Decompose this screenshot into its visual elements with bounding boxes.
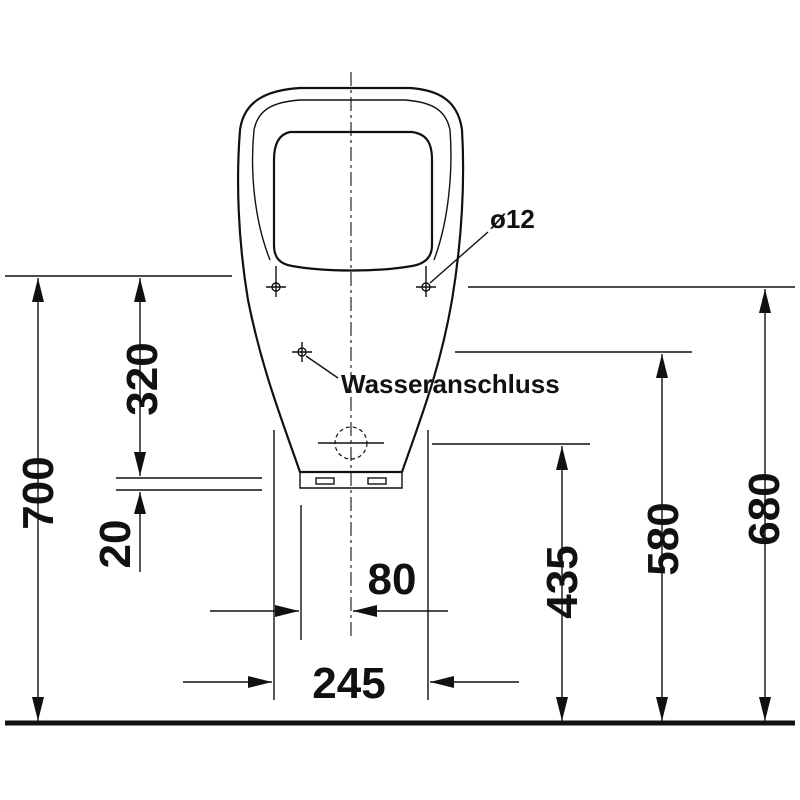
dim-580-text: 580 [639,502,688,575]
dim-245-arrow-left [248,676,272,688]
dim-700-arrow-top [32,278,44,302]
dim-80-arrow-right [353,605,377,617]
dim-245-arrow-right [430,676,454,688]
dim-320-arrow-top [134,278,146,302]
dim-20-text: 20 [91,520,140,569]
dim-700-arrow-bottom [32,697,44,721]
hole-diameter-leader [429,231,489,284]
dim-245-text: 245 [312,659,385,708]
dim-320-arrow-bottom [134,452,146,476]
dim-80-text: 80 [368,555,417,604]
hole-diameter-label: ø12 [490,204,535,234]
urinal-bowl-opening [272,130,434,272]
dim-20-arrow [134,492,146,514]
dim-700-text: 700 [14,456,63,529]
dim-680-arrow-bottom [759,697,771,721]
dim-680-arrow-top [759,289,771,313]
dim-435-arrow-bottom [556,697,568,721]
dim-580-arrow-top [656,354,668,378]
dim-320-text: 320 [118,342,167,415]
urinal-outer-outline [236,86,465,474]
water-connection-leader [305,355,339,379]
urinal-inner-rim [251,99,452,261]
flange-slot-left [315,477,335,485]
dim-80-arrow-left [275,605,299,617]
dim-680-text: 680 [740,472,789,545]
flange-slot-right [367,477,387,485]
dim-580-arrow-bottom [656,697,668,721]
dim-435-text: 435 [538,545,587,618]
urinal-bottom-flange [299,472,403,489]
water-connection-label: Wasseranschluss [341,369,560,399]
dim-435-arrow-top [556,446,568,470]
